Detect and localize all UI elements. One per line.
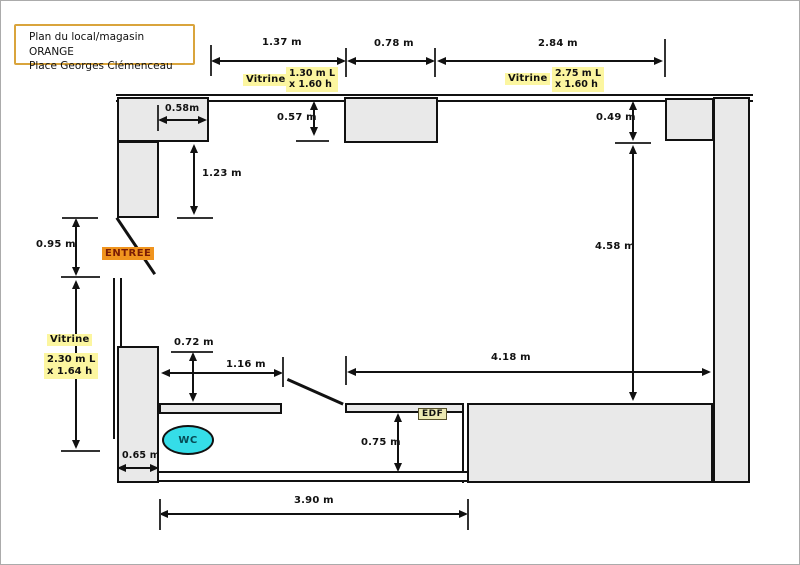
column-bottom-left — [117, 346, 159, 483]
dim-arrow-4-58 — [629, 145, 637, 401]
wall-bottom — [159, 471, 467, 482]
dim-label-0-78: 0.78 m — [374, 38, 414, 49]
edf-label: EDF — [418, 408, 448, 420]
vitrine-left-dims-l: 2.30 m L — [47, 354, 96, 365]
dim-label-0-95: 0.95 m — [36, 239, 76, 250]
column-right — [713, 97, 750, 483]
vitrine-top-right-dims-l: 2.75 m L — [555, 68, 602, 79]
dim-arrow-0-72 — [189, 352, 197, 402]
entree-label: ENTREE — [102, 247, 155, 260]
dim-label-3-90: 3.90 m — [294, 495, 334, 506]
dim-arrow-0-95 — [72, 218, 80, 276]
block-bottom-right — [467, 403, 713, 483]
dim-arrow-0-58 — [158, 116, 207, 124]
dim-label-1-16: 1.16 m — [226, 359, 266, 370]
dim-arrow-0-75 — [394, 413, 402, 472]
dim-arrow-4-18 — [347, 368, 711, 376]
tick-1-23 — [177, 217, 213, 219]
dim-label-0-58: 0.58m — [165, 103, 200, 114]
dim-label-0-72: 0.72 m — [174, 337, 214, 348]
tick-4-18 — [345, 356, 347, 385]
tick-vitrine-left — [61, 450, 100, 452]
dim-arrow-top-2 — [347, 57, 435, 65]
vitrine-top-right-label: Vitrine — [505, 73, 551, 85]
dim-arrow-1-16 — [161, 369, 283, 377]
door-line-corridor — [286, 378, 344, 406]
vitrine-top-left-dims: 1.30 m L x 1.60 h — [286, 67, 339, 92]
vitrine-top-left-dims-h: x 1.60 h — [289, 79, 332, 91]
plan-title-line1: Plan du local/magasin ORANGE — [29, 31, 145, 58]
tick-0-95-top — [62, 217, 98, 219]
vitrine-top-right-dims: 2.75 m L x 1.60 h — [552, 67, 605, 92]
dim-label-0-49: 0.49 m — [596, 112, 636, 123]
vitrine-left-dims: 2.30 m L x 1.64 h — [44, 353, 99, 379]
dim-arrow-0-49 — [629, 101, 637, 141]
tick-3-90-right — [467, 499, 469, 530]
counter-left — [159, 403, 282, 414]
plan-title-line2: Place Georges Clémenceau — [29, 60, 173, 73]
wc-ellipse: WC — [162, 425, 214, 455]
dim-label-0-65: 0.65 m — [122, 450, 160, 461]
block-top-left-vertical — [117, 141, 159, 218]
dim-label-1-23: 1.23 m — [202, 168, 242, 179]
dim-arrow-top-3 — [437, 57, 663, 65]
tick-0-49 — [615, 142, 651, 144]
dim-arrow-3-90 — [159, 510, 468, 518]
tick-0-57 — [296, 140, 329, 142]
tick-1-16 — [282, 357, 284, 387]
vitrine-top-left-dims-l: 1.30 m L — [289, 68, 336, 79]
dim-label-0-57: 0.57 m — [277, 112, 317, 123]
dim-label-4-18: 4.18 m — [491, 352, 531, 363]
dim-arrow-top-1 — [211, 57, 346, 65]
dim-label-0-75: 0.75 m — [361, 437, 401, 448]
vitrine-left-label: Vitrine — [47, 334, 93, 346]
dim-arrow-1-23 — [190, 144, 198, 215]
dim-label-2-84: 2.84 m — [538, 38, 578, 49]
block-top-middle — [344, 97, 438, 143]
vitrine-top-left-label: Vitrine — [243, 74, 289, 86]
tick-top-1 — [210, 45, 212, 76]
counter-right — [345, 403, 466, 413]
tick-3-90-left — [159, 499, 161, 530]
wc-label: WC — [178, 434, 198, 446]
dim-arrow-0-65 — [117, 464, 159, 472]
tick-0-95-bottom — [61, 276, 100, 278]
tick-0-72 — [171, 351, 213, 353]
dim-arrow-0-57 — [310, 101, 318, 136]
vitrine-top-right-dims-h: x 1.60 h — [555, 79, 598, 91]
dim-label-1-37: 1.37 m — [262, 37, 302, 48]
tick-top-4 — [664, 39, 666, 77]
tick-0-58 — [157, 105, 159, 131]
block-top-right — [665, 98, 714, 141]
title-box: Plan du local/magasin ORANGE Place Georg… — [14, 24, 195, 72]
dim-label-4-58: 4.58 m — [595, 241, 635, 252]
vitrine-left-dims-h: x 1.64 h — [47, 366, 93, 377]
